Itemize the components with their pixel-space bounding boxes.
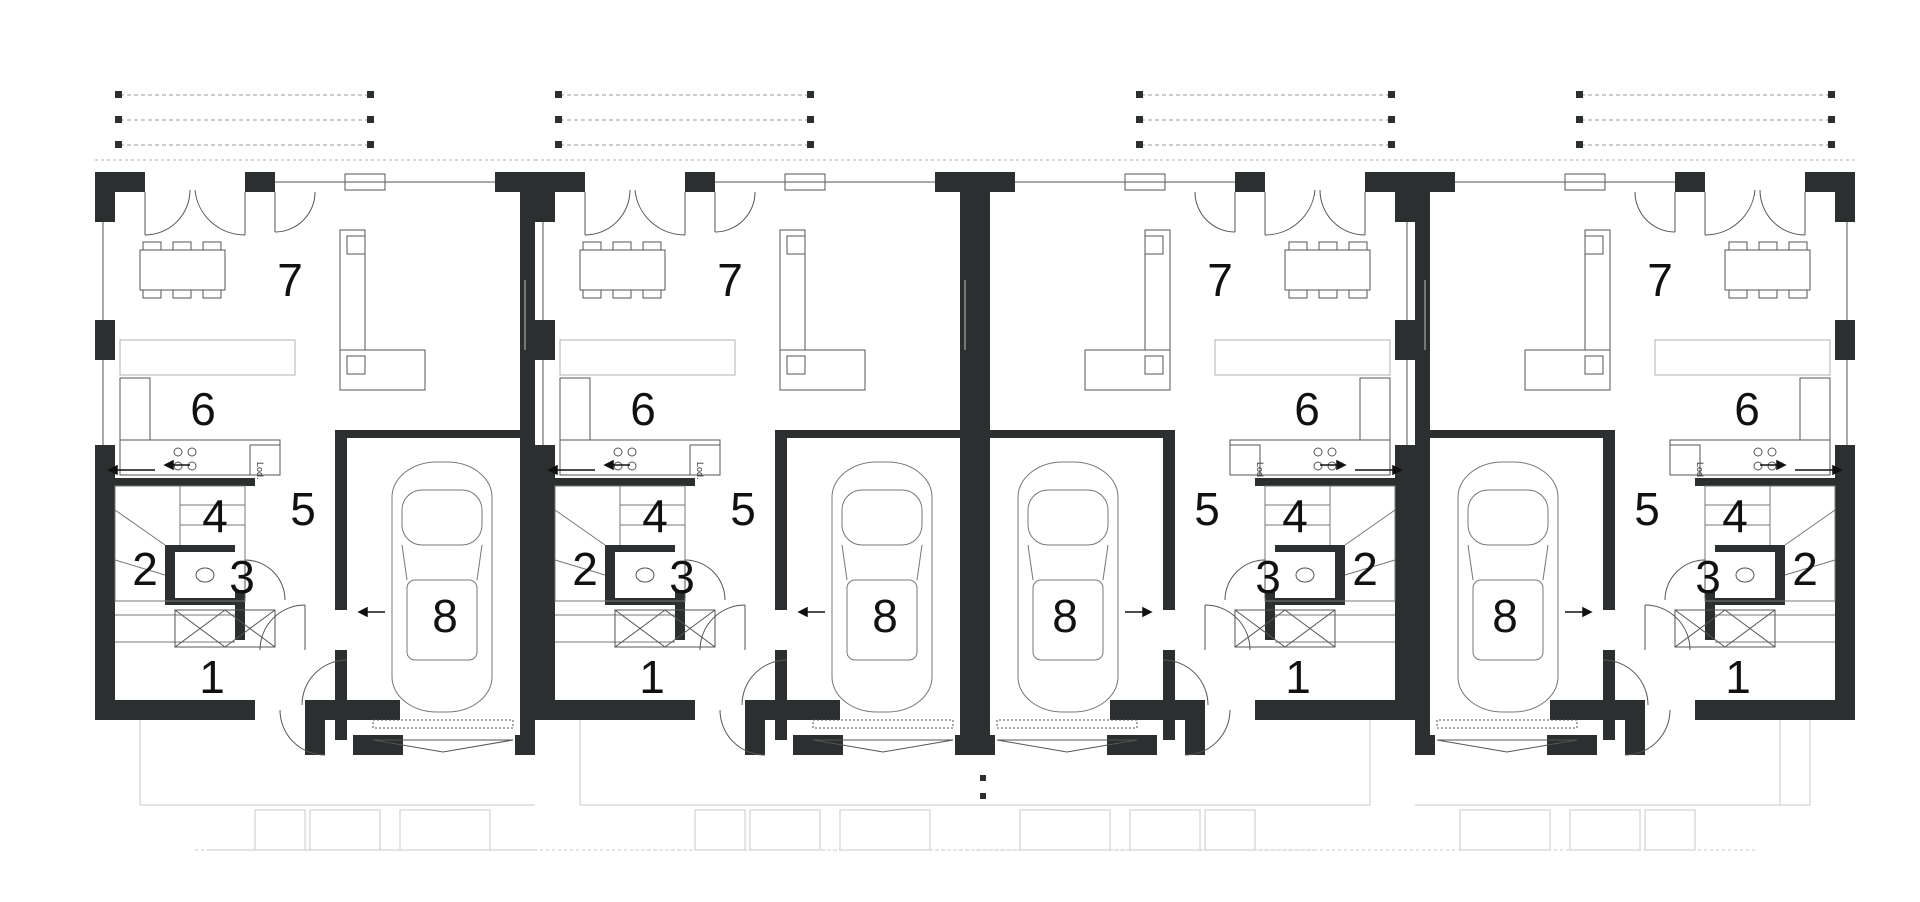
room-8-label: 8 xyxy=(872,590,898,642)
room-2-label: 2 xyxy=(1352,543,1378,595)
room-3-label: 3 xyxy=(229,551,255,603)
room-2-label: 2 xyxy=(1792,543,1818,595)
room-6-label: 6 xyxy=(190,383,216,435)
room-1-label: 1 xyxy=(199,651,225,703)
room-3-label: 3 xyxy=(669,551,695,603)
room-1-label: 1 xyxy=(1725,651,1751,703)
room-8-label: 8 xyxy=(1052,590,1078,642)
room-4-label: 4 xyxy=(642,490,668,542)
room-2-label: 2 xyxy=(572,543,598,595)
site-boundary-lines xyxy=(139,720,1781,851)
room-4-label: 4 xyxy=(1722,490,1748,542)
room-6-label: 6 xyxy=(1734,383,1760,435)
room-3-label: 3 xyxy=(1255,551,1281,603)
room-5-label: 5 xyxy=(730,483,756,535)
room-4-label: 4 xyxy=(1282,490,1308,542)
fridge-label: Lod. xyxy=(1255,462,1265,480)
room-7-label: 7 xyxy=(717,254,743,306)
room-8-label: 8 xyxy=(1492,590,1518,642)
room-5-label: 5 xyxy=(1634,483,1660,535)
party-wall xyxy=(960,172,1005,799)
unit-2: 7 6 5 4 2 3 8 1 Lod. xyxy=(534,90,976,851)
unit-1: 7 6 5 4 2 3 8 1 Lod. xyxy=(94,90,536,851)
room-7-label: 7 xyxy=(277,254,303,306)
room-6-label: 6 xyxy=(630,383,656,435)
room-8-label: 8 xyxy=(432,590,458,642)
room-7-label: 7 xyxy=(1647,254,1673,306)
room-1-label: 1 xyxy=(639,651,665,703)
unit-3: 7 6 5 4 2 3 8 1 Lod. xyxy=(974,90,1416,851)
room-7-label: 7 xyxy=(1207,254,1233,306)
room-4-label: 4 xyxy=(202,490,228,542)
room-6-label: 6 xyxy=(1294,383,1320,435)
room-5-label: 5 xyxy=(290,483,316,535)
room-5-label: 5 xyxy=(1194,483,1220,535)
fridge-label: Lod. xyxy=(255,462,265,480)
fridge-label: Lod. xyxy=(1695,462,1705,480)
room-2-label: 2 xyxy=(132,543,158,595)
room-3-label: 3 xyxy=(1695,551,1721,603)
room-1-label: 1 xyxy=(1285,651,1311,703)
unit-4: 7 6 5 4 2 3 8 1 Lod. xyxy=(1414,90,1856,851)
fridge-label: Lod. xyxy=(695,462,705,480)
